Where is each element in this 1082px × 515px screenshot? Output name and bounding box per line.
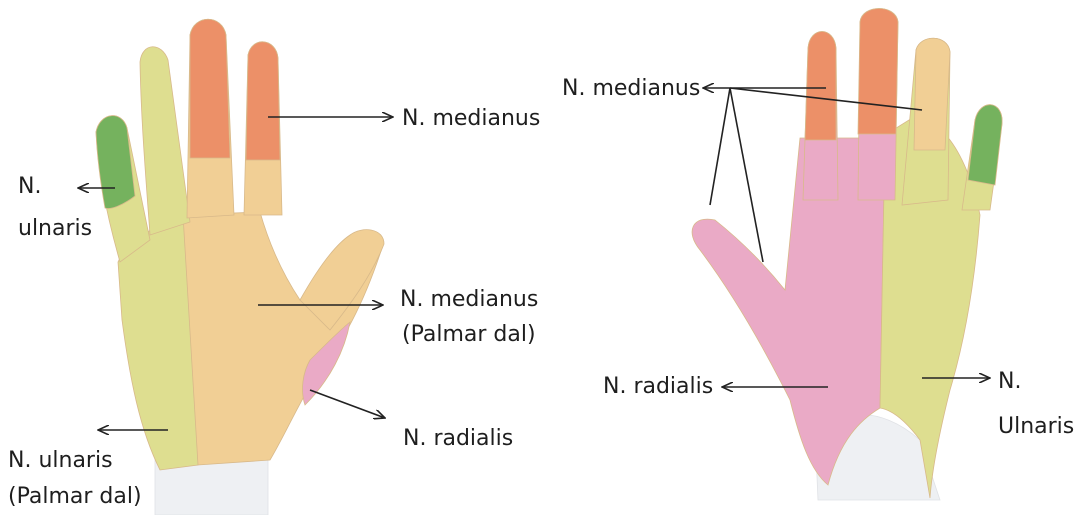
label-palmar-ulnar-branch-line2: (Palmar dal) <box>8 482 142 511</box>
label-dorsal-ulnar-line2: Ulnaris <box>998 412 1074 441</box>
dorsal-middle-fingertip <box>858 9 898 135</box>
palmar-little-fingertip <box>96 116 135 209</box>
palmar-index-fingertip <box>246 42 280 160</box>
palmar-middle-fingertip <box>190 19 230 158</box>
label-palmar-ulnar-line1: N. <box>18 172 41 201</box>
label-palmar-median: N. medianus <box>402 104 540 133</box>
palmar-ring-finger <box>140 47 190 235</box>
label-dorsal-ulnar-line1: N. <box>998 367 1021 396</box>
label-palmar-median-branch-line2: (Palmar dal) <box>402 320 536 349</box>
label-palmar-ulnar-line2: ulnaris <box>18 214 92 243</box>
label-dorsal-radial: N. radialis <box>603 372 713 401</box>
dorsal-hand <box>692 9 1002 501</box>
label-dorsal-median: N. medianus <box>562 74 700 103</box>
label-palmar-radial: N. radialis <box>403 424 513 453</box>
dorsal-index-fingertip <box>805 32 836 141</box>
arrow-palmar-radial <box>310 390 385 418</box>
palmar-hand <box>96 19 384 515</box>
label-palmar-ulnar-branch-line1: N. ulnaris <box>8 446 113 475</box>
dorsal-little-fingertip <box>968 105 1002 185</box>
arrow-dorsal-median-to-thumb <box>730 88 763 262</box>
dorsal-ring-fingertip <box>914 38 950 150</box>
label-palmar-median-branch-line1: N. medianus <box>400 285 538 314</box>
arrow-dorsal-median-to-index <box>710 88 730 205</box>
